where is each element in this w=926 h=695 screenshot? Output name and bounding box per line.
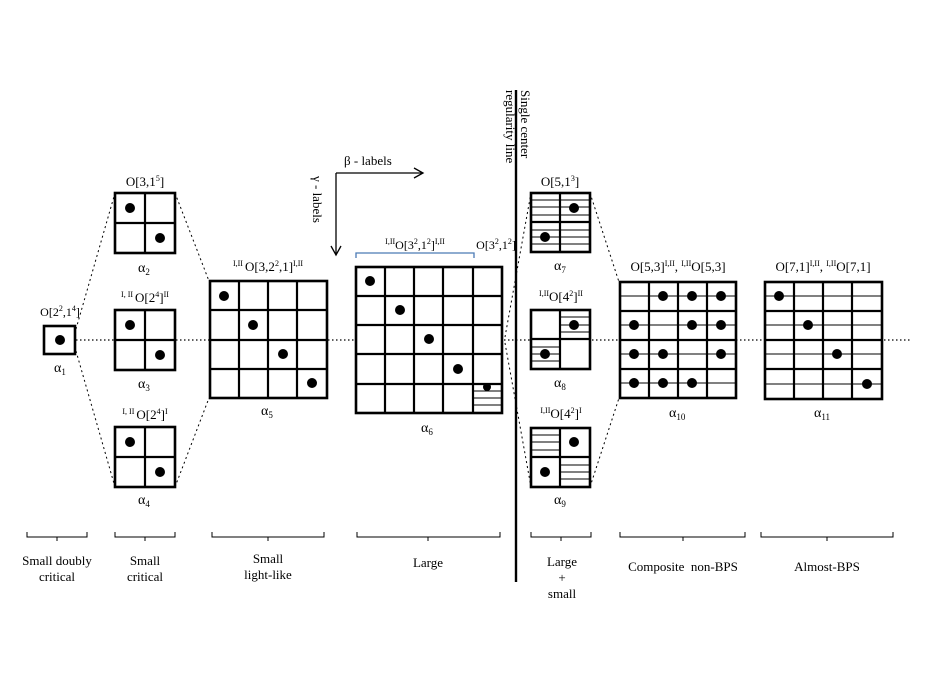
category-composite-non-bps: Composite non-BPS xyxy=(628,559,738,574)
diagram-alpha6: I,IIO[32,12]I,II O[32,12] α6 xyxy=(354,237,516,437)
alpha5-header: I,II O[3,22,1]I,II xyxy=(233,259,303,274)
diagram-alpha7: O[5,13] α7 xyxy=(529,174,592,275)
alpha3-header: I, II O[24]II xyxy=(121,290,169,305)
regularity-line: Single center regularity line xyxy=(503,90,533,582)
alpha11-label: α11 xyxy=(814,406,830,422)
alpha2-header: O[3,15] xyxy=(126,174,164,189)
diagram-alpha3: I, II O[24]II α3 xyxy=(113,290,177,393)
alpha7-header: O[5,13] xyxy=(541,174,579,189)
diagram-alpha1: O[22,14] α1 xyxy=(40,304,80,377)
alpha1-label: α1 xyxy=(54,361,66,377)
regularity-line-text-1: Single center xyxy=(518,90,533,159)
diagram-alpha10: O[5,3]I,II, I,IIO[5,3] α10 xyxy=(618,259,738,422)
alpha6-label: α6 xyxy=(421,421,433,437)
alpha11-header: O[7,1]I,II, I,IIO[7,1] xyxy=(775,259,870,274)
category-brackets xyxy=(26,532,894,541)
alpha1-header: O[22,14] xyxy=(40,304,80,319)
diagram-alpha11: O[7,1]I,II, I,IIO[7,1] α11 xyxy=(763,259,884,422)
category-almost-bps: Almost-BPS xyxy=(794,559,860,574)
diagram-alpha9: I,IIO[42]I α9 xyxy=(529,406,592,509)
regularity-line-text-2: regularity line xyxy=(503,90,518,164)
alpha9-header: I,IIO[42]I xyxy=(540,406,582,421)
alpha8-label: α8 xyxy=(554,376,566,392)
alpha8-header: I,IIO[42]II xyxy=(539,289,583,304)
alpha7-label: α7 xyxy=(554,259,566,275)
beta-labels-text: β - labels xyxy=(344,153,392,168)
alpha5-label: α5 xyxy=(261,404,273,420)
alpha10-header: O[5,3]I,II, I,IIO[5,3] xyxy=(630,259,725,274)
gamma-labels-text: γ - labels xyxy=(310,175,325,223)
beta-gamma-axes: β - labels γ - labels xyxy=(310,153,425,257)
alpha6-header-right: O[32,12] xyxy=(476,237,516,252)
diagram-alpha2: O[3,15] α2 xyxy=(113,174,177,277)
alpha2-label: α2 xyxy=(138,261,150,277)
diagram-alpha5: I,II O[3,22,1]I,II α5 xyxy=(208,259,329,420)
alpha3-label: α3 xyxy=(138,377,150,393)
alpha9-label: α9 xyxy=(554,493,566,509)
alpha4-header: I, II O[24]I xyxy=(122,407,168,422)
category-large-plus-small: Large+small xyxy=(547,554,577,601)
alpha6-header: I,IIO[32,12]I,II xyxy=(385,237,445,252)
category-large: Large xyxy=(413,555,443,570)
alpha4-label: α4 xyxy=(138,493,150,509)
diagram-alpha8: I,IIO[42]II α8 xyxy=(529,289,592,392)
diagram-alpha4: I, II O[24]I α4 xyxy=(113,407,177,509)
alpha10-label: α10 xyxy=(669,406,686,422)
